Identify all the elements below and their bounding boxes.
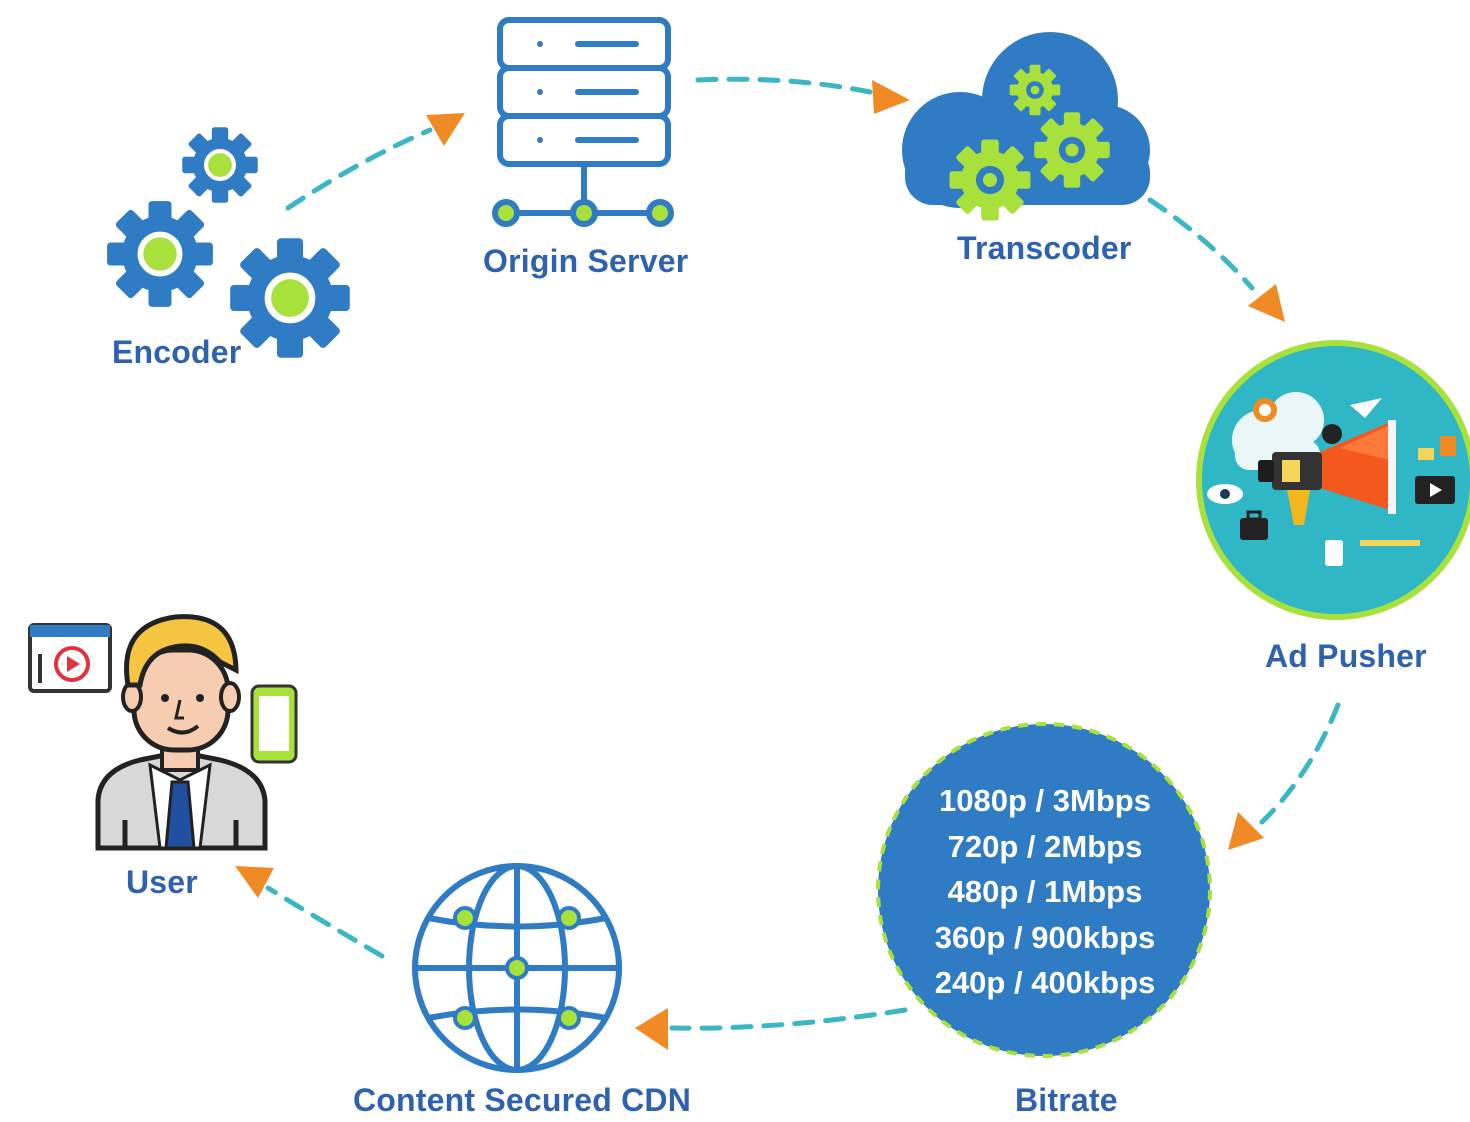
origin-server-label: Origin Server xyxy=(483,243,689,279)
arrow-head-1 xyxy=(426,113,465,146)
video-window-icon xyxy=(28,623,112,693)
megaphone-icon xyxy=(1196,340,1470,620)
bitrate-option: 480p / 1Mbps xyxy=(947,874,1143,909)
encoder-label: Encoder xyxy=(112,334,242,370)
person-icon xyxy=(28,614,298,851)
arrow-head-5 xyxy=(635,1008,668,1050)
server-rack-icon xyxy=(492,17,674,227)
user-label: User xyxy=(126,864,198,900)
cloud-gears-icon xyxy=(902,32,1150,221)
bitrate-list: 1080p / 3Mbps 720p / 2Mbps 480p / 1Mbps … xyxy=(880,778,1210,1006)
bitrate-option: 240p / 400kbps xyxy=(934,965,1156,1000)
gears-icon xyxy=(107,127,350,358)
cdn-label: Content Secured CDN xyxy=(353,1082,692,1118)
arrow-head-2 xyxy=(872,80,910,114)
arrow-head-6 xyxy=(235,866,274,898)
arrow-head-4 xyxy=(1228,812,1264,850)
bitrate-option: 360p / 900kbps xyxy=(934,919,1156,955)
transcoder-label: Transcoder xyxy=(957,230,1132,266)
ad-pusher-label: Ad Pusher xyxy=(1265,638,1427,674)
globe-network-icon xyxy=(412,863,622,1073)
bitrate-label: Bitrate xyxy=(1015,1082,1118,1118)
bitrate-option: 1080p / 3Mbps xyxy=(939,783,1151,818)
flow-arrows xyxy=(235,76,1341,1050)
arrow-head-3 xyxy=(1248,284,1285,322)
bitrate-option: 720p / 2Mbps xyxy=(947,828,1143,864)
bitrate-circle xyxy=(876,722,1212,1058)
phone-icon xyxy=(250,684,298,764)
